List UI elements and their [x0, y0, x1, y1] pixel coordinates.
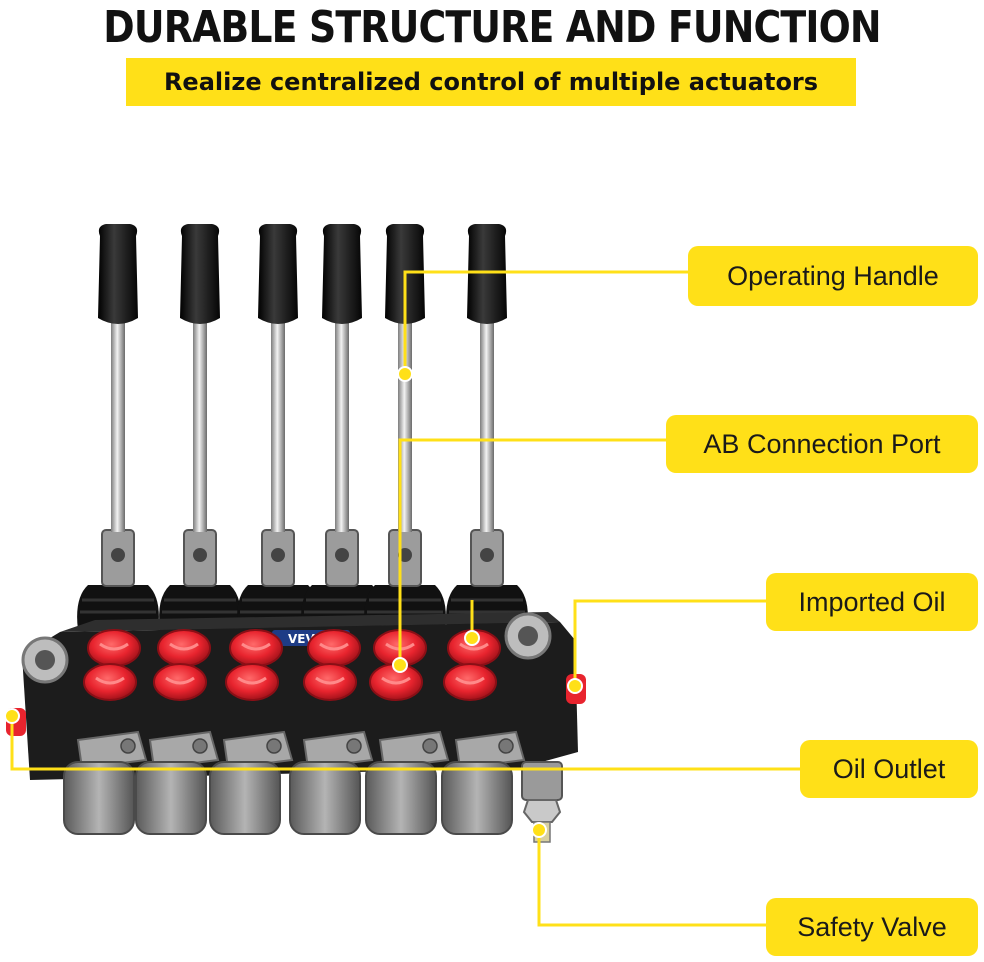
safety-valve-nut: [522, 799, 562, 823]
page-title: DURABLE STRUCTURE AND FUNCTION: [103, 2, 881, 53]
lever-knob: [98, 224, 138, 324]
lever-knob: [180, 224, 220, 324]
lever-rod: [480, 318, 494, 532]
oil-outlet-marker: [4, 708, 20, 724]
callout-safety-valve: Safety Valve: [766, 898, 978, 956]
spool-cap: [63, 730, 148, 835]
cap-cylinder: [135, 761, 207, 835]
spool-cap: [209, 730, 294, 835]
lever-rod: [193, 318, 207, 532]
cap-cylinder: [63, 761, 135, 835]
ab-port: [153, 663, 207, 701]
ab-port: [229, 629, 283, 667]
spool-cap: [441, 730, 526, 835]
lever-knob: [467, 224, 507, 324]
cap-cylinder: [209, 761, 281, 835]
handle-marker: [397, 366, 413, 382]
spool-cap: [135, 730, 220, 835]
lever-knob: [322, 224, 362, 324]
ab-port: [443, 663, 497, 701]
spool-caps: [63, 730, 526, 835]
ab-port: [303, 663, 357, 701]
ab-connection-ports: [83, 629, 501, 701]
lever-rod: [111, 318, 125, 532]
imported-oil-marker: [567, 678, 583, 694]
cap-cylinder: [289, 761, 361, 835]
valve-body-top: [60, 612, 560, 632]
ab-port: [225, 663, 279, 701]
spool-cap: [365, 730, 450, 835]
ab-port-marker: [392, 657, 408, 673]
callout-operating-handle: Operating Handle: [688, 246, 978, 306]
ab-port-marker-2: [464, 630, 480, 646]
cap-cylinder: [365, 761, 437, 835]
ab-port: [83, 663, 137, 701]
callout-ab-connection-port: AB Connection Port: [666, 415, 978, 473]
subtitle-banner: Realize centralized control of multiple …: [126, 58, 856, 106]
ab-port: [307, 629, 361, 667]
rubber-boot: [77, 585, 159, 630]
callout-imported-oil: Imported Oil: [766, 573, 978, 631]
callout-oil-outlet: Oil Outlet: [800, 740, 978, 798]
operating-handle: [77, 224, 159, 630]
spool-cap: [289, 730, 374, 835]
safety-valve-marker: [531, 822, 547, 838]
lever-rod: [271, 318, 285, 532]
ab-port: [369, 663, 423, 701]
cap-cylinder: [441, 761, 513, 835]
lever-knob: [258, 224, 298, 324]
lever-rod: [335, 318, 349, 532]
